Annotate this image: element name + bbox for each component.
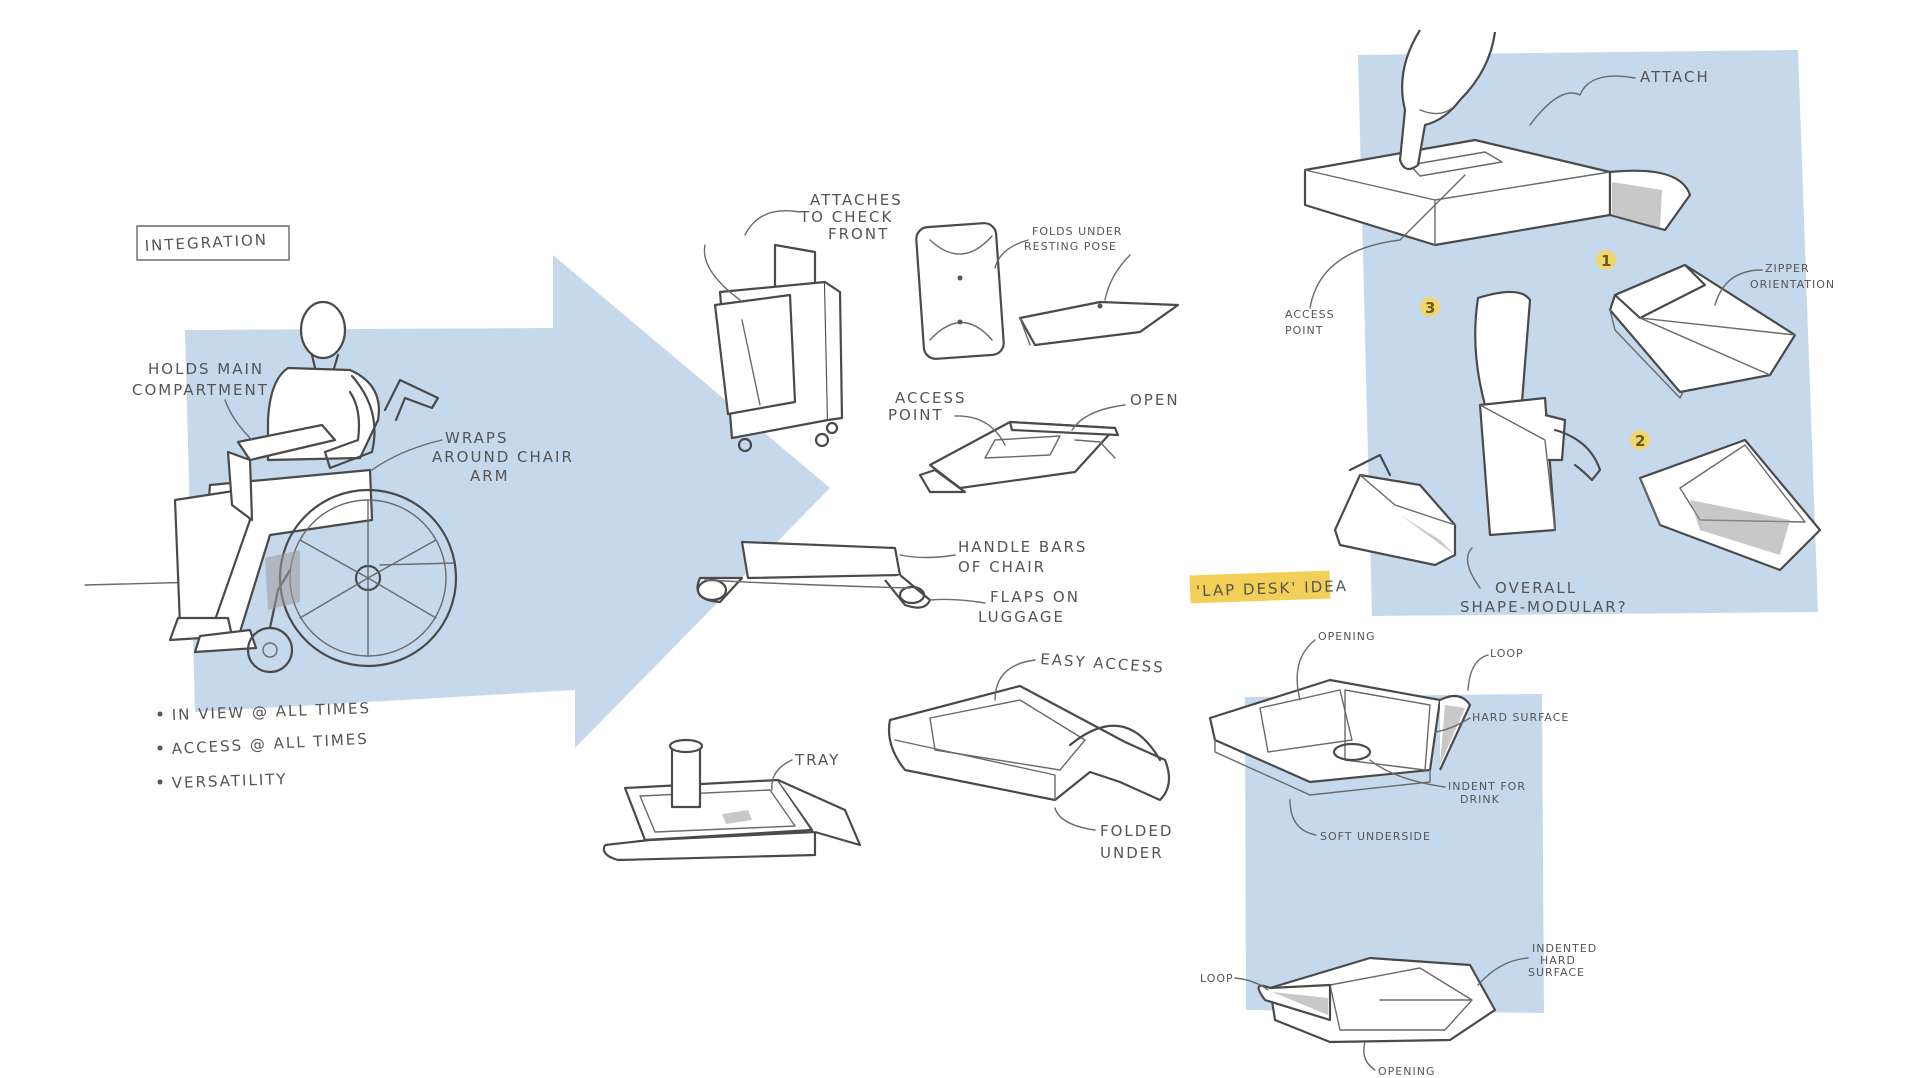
integration-bullets: IN VIEW @ ALL TIMES ACCESS @ ALL TIMES V… — [157, 699, 371, 792]
triangle-case-sketch — [1638, 438, 1822, 572]
svg-text:ZIPPER: ZIPPER — [1765, 262, 1810, 275]
wedge-case-sketch — [1333, 453, 1457, 567]
lap-desk-top-sketch — [1208, 678, 1472, 796]
svg-text:2: 2 — [1635, 432, 1645, 450]
open-case-sketch — [918, 420, 1120, 494]
svg-text:POINT: POINT — [1285, 324, 1323, 337]
svg-text:ATTACHES: ATTACHES — [810, 191, 903, 209]
lapdesk-highlight — [1189, 570, 1331, 604]
svg-text:ACCESS @ ALL TIMES: ACCESS @ ALL TIMES — [171, 730, 369, 758]
note-handle-flaps: HANDLE BARS OF CHAIR FLAPS ON LUGGAGE — [899, 538, 1087, 626]
note-attaches: ATTACHES TO CHECK FRONT — [744, 191, 903, 243]
svg-text:ARM: ARM — [470, 467, 510, 485]
svg-text:RESTING POSE: RESTING POSE — [1024, 240, 1117, 253]
desk-bottom-notes: LOOP INDENTED HARD SURFACE OPENING — [1200, 942, 1597, 1078]
svg-text:LOOP: LOOP — [1490, 647, 1524, 660]
svg-text:HARD: HARD — [1540, 954, 1576, 967]
easy-access-sketch — [887, 684, 1171, 802]
svg-text:SURFACE: SURFACE — [1528, 966, 1585, 979]
svg-text:VERSATILITY: VERSATILITY — [172, 770, 288, 792]
svg-text:FLAPS ON: FLAPS ON — [990, 588, 1080, 606]
folded-case-sketch — [915, 222, 1180, 360]
note-holds-main: HOLDS MAIN COMPARTMENT — [132, 360, 269, 441]
note-folds-under: FOLDS UNDER RESTING POSE — [994, 225, 1131, 301]
svg-text:SOFT UNDERSIDE: SOFT UNDERSIDE — [1320, 830, 1431, 843]
desk-top-notes: OPENING LOOP HARD SURFACE INDENT FOR DRI… — [1289, 630, 1569, 843]
svg-text:OPENING: OPENING — [1378, 1065, 1435, 1078]
svg-text:ORIENTATION: ORIENTATION — [1750, 278, 1835, 291]
tray-sketch — [602, 738, 862, 862]
svg-text:FOLDS UNDER: FOLDS UNDER — [1032, 225, 1122, 238]
svg-text:INDENTED: INDENTED — [1532, 942, 1597, 955]
note-access-open: ACCESS POINT OPEN — [888, 389, 1180, 446]
svg-text:OPEN: OPEN — [1130, 391, 1180, 409]
zipper-case-sketch — [1608, 263, 1797, 399]
note-tray: TRAY — [771, 751, 840, 791]
svg-text:EASY ACCESS: EASY ACCESS — [1040, 650, 1166, 677]
svg-text:OPENING: OPENING — [1318, 630, 1375, 643]
note-access-point-modular: ACCESS POINT — [1285, 174, 1466, 337]
svg-text:HARD SURFACE: HARD SURFACE — [1472, 711, 1569, 724]
svg-text:TRAY: TRAY — [794, 751, 840, 769]
badge-2: 2 — [1630, 430, 1650, 450]
badge-1: 1 — [1596, 250, 1616, 270]
note-wraps-arm: WRAPS AROUND CHAIR ARM — [371, 429, 574, 485]
lap-desk-bottom-sketch — [1257, 956, 1497, 1044]
wheelchair-person-sketch — [84, 300, 458, 674]
svg-text:LUGGAGE: LUGGAGE — [978, 608, 1065, 626]
badge-3: 3 — [1420, 297, 1440, 317]
svg-text:OF CHAIR: OF CHAIR — [958, 558, 1046, 576]
svg-text:AROUND CHAIR: AROUND CHAIR — [432, 448, 574, 466]
svg-text:POINT: POINT — [888, 406, 944, 424]
svg-text:ATTACH: ATTACH — [1640, 68, 1710, 86]
handle-case-sketch — [696, 540, 932, 609]
svg-text:HOLDS MAIN: HOLDS MAIN — [148, 360, 264, 378]
svg-text:INDENT FOR: INDENT FOR — [1448, 780, 1526, 793]
svg-text:UNDER: UNDER — [1100, 844, 1164, 862]
svg-text:OVERALL: OVERALL — [1495, 579, 1577, 597]
note-zipper: ZIPPER ORIENTATION — [1714, 262, 1835, 306]
svg-text:ACCESS: ACCESS — [1285, 308, 1335, 321]
svg-text:FOLDED: FOLDED — [1100, 822, 1173, 840]
svg-text:SHAPE-MODULAR?: SHAPE-MODULAR? — [1460, 598, 1628, 616]
integration-heading-box — [136, 225, 290, 261]
svg-text:1: 1 — [1601, 252, 1611, 270]
svg-text:HANDLE BARS: HANDLE BARS — [958, 538, 1087, 556]
luggage-sketch — [703, 243, 844, 453]
note-attach: ATTACH — [1529, 68, 1710, 126]
integration-heading: INTEGRATION — [144, 231, 268, 255]
svg-text:FRONT: FRONT — [828, 225, 889, 243]
note-overall: OVERALL SHAPE-MODULAR? — [1460, 547, 1628, 616]
svg-text:WRAPS: WRAPS — [445, 429, 508, 447]
svg-text:3: 3 — [1425, 299, 1435, 317]
svg-text:ACCESS: ACCESS — [895, 389, 966, 407]
hand-sketch — [1398, 29, 1497, 171]
svg-text:LOOP: LOOP — [1200, 972, 1234, 985]
attach-box-sketch — [1303, 138, 1692, 247]
arm-pouch-sketch — [1474, 290, 1602, 537]
svg-text:COMPARTMENT: COMPARTMENT — [132, 381, 269, 399]
svg-text:DRINK: DRINK — [1460, 793, 1500, 806]
lapdesk-tag: 'LAP DESK' IDEA — [1196, 577, 1348, 600]
svg-text:TO CHECK: TO CHECK — [799, 208, 893, 226]
